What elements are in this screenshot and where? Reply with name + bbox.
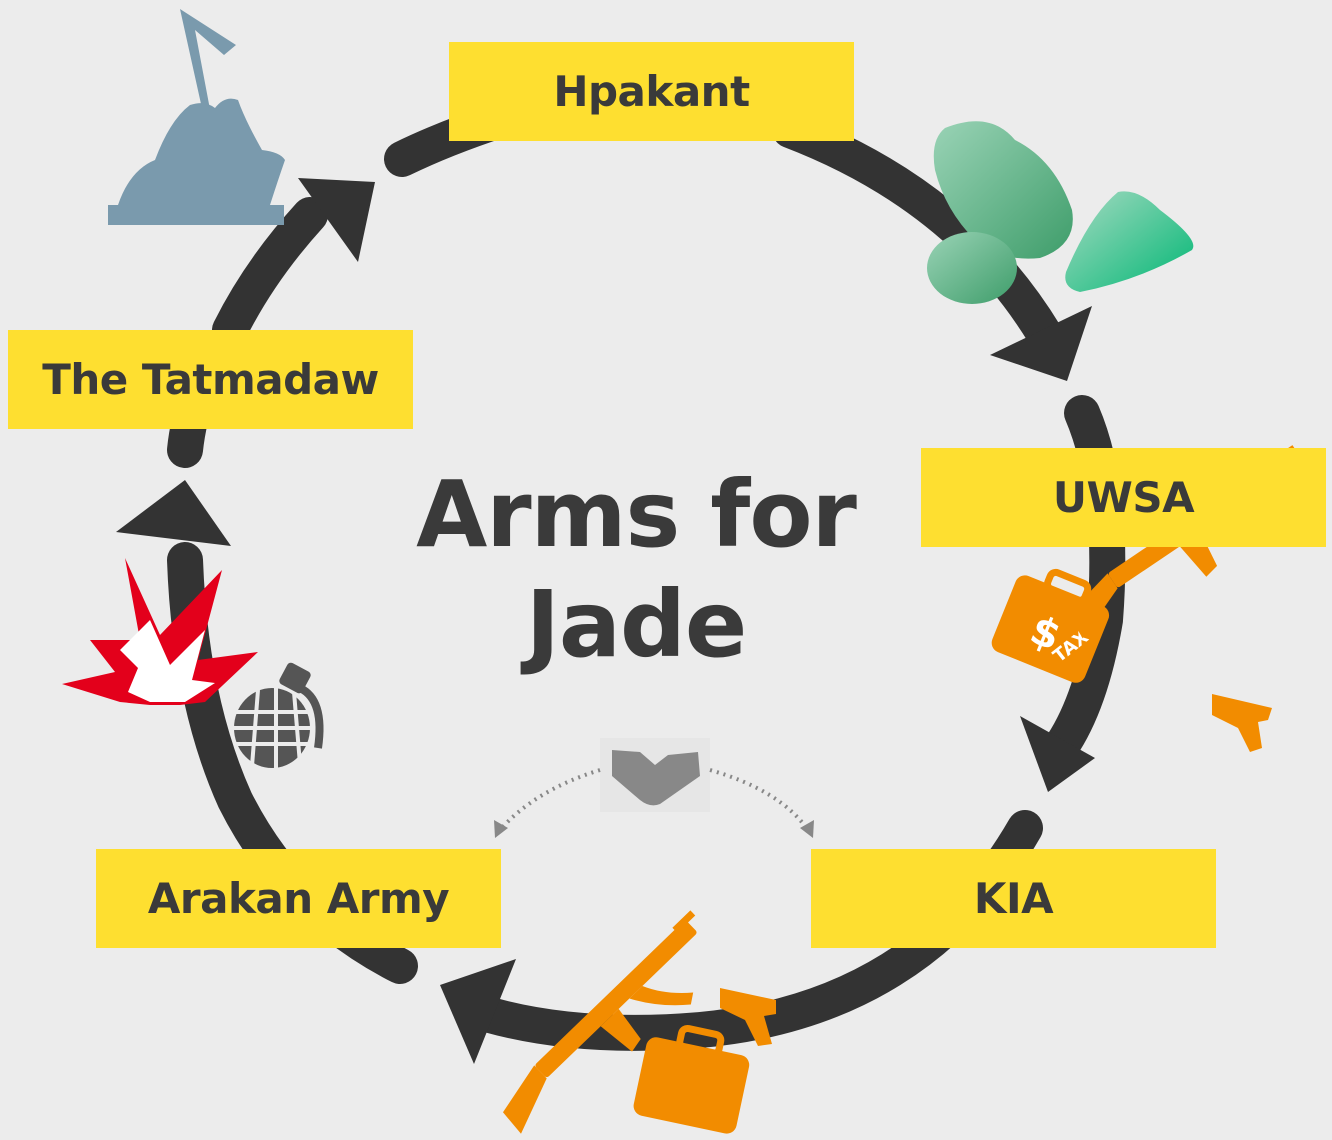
node-uwsa: UWSA — [921, 448, 1326, 547]
node-arakan-army-label: Arakan Army — [147, 874, 450, 923]
tax-bag-icon: $ TAX — [991, 568, 1110, 683]
briefcase-icon — [633, 1024, 750, 1134]
arrowhead-to-arakan — [440, 959, 516, 1064]
soldiers-statue-icon — [108, 9, 285, 225]
jade-stones-icon — [927, 121, 1194, 304]
dotted-arrow-left — [498, 768, 601, 832]
arrowhead-to-uwsa — [990, 306, 1092, 381]
arc-tatmadaw-to-top — [212, 197, 328, 348]
pistol-icon-kia — [720, 988, 776, 1046]
arrowhead-to-tatmadaw — [116, 480, 231, 546]
dotted-arrow-right — [709, 768, 810, 832]
rifle-icon-kia — [502, 910, 697, 1134]
dotted-arrowhead-left — [494, 820, 508, 838]
diagram-title-line2: Jade — [525, 571, 748, 678]
dotted-arrowhead-right — [800, 820, 814, 838]
pistol-icon-uwsa — [1212, 694, 1272, 752]
node-hpakant: Hpakant — [449, 42, 854, 141]
arrowhead-to-hpakant — [298, 178, 375, 262]
handshake-icon — [600, 738, 710, 812]
grenade-icon — [233, 662, 324, 768]
node-arakan-army: Arakan Army — [96, 849, 501, 948]
arrowhead-to-kia — [1020, 716, 1095, 792]
node-kia: KIA — [811, 849, 1216, 948]
diagram-title: Arms for Jade — [386, 460, 886, 680]
explosion-icon — [62, 558, 258, 705]
node-kia-label: KIA — [973, 874, 1054, 923]
node-tatmadaw-label: The Tatmadaw — [42, 355, 379, 404]
arc-hpakant-to-uwsa — [772, 112, 1063, 353]
node-hpakant-label: Hpakant — [553, 67, 750, 116]
node-uwsa-label: UWSA — [1052, 473, 1195, 522]
node-tatmadaw: The Tatmadaw — [8, 330, 413, 429]
diagram-title-line1: Arms for — [416, 461, 857, 568]
